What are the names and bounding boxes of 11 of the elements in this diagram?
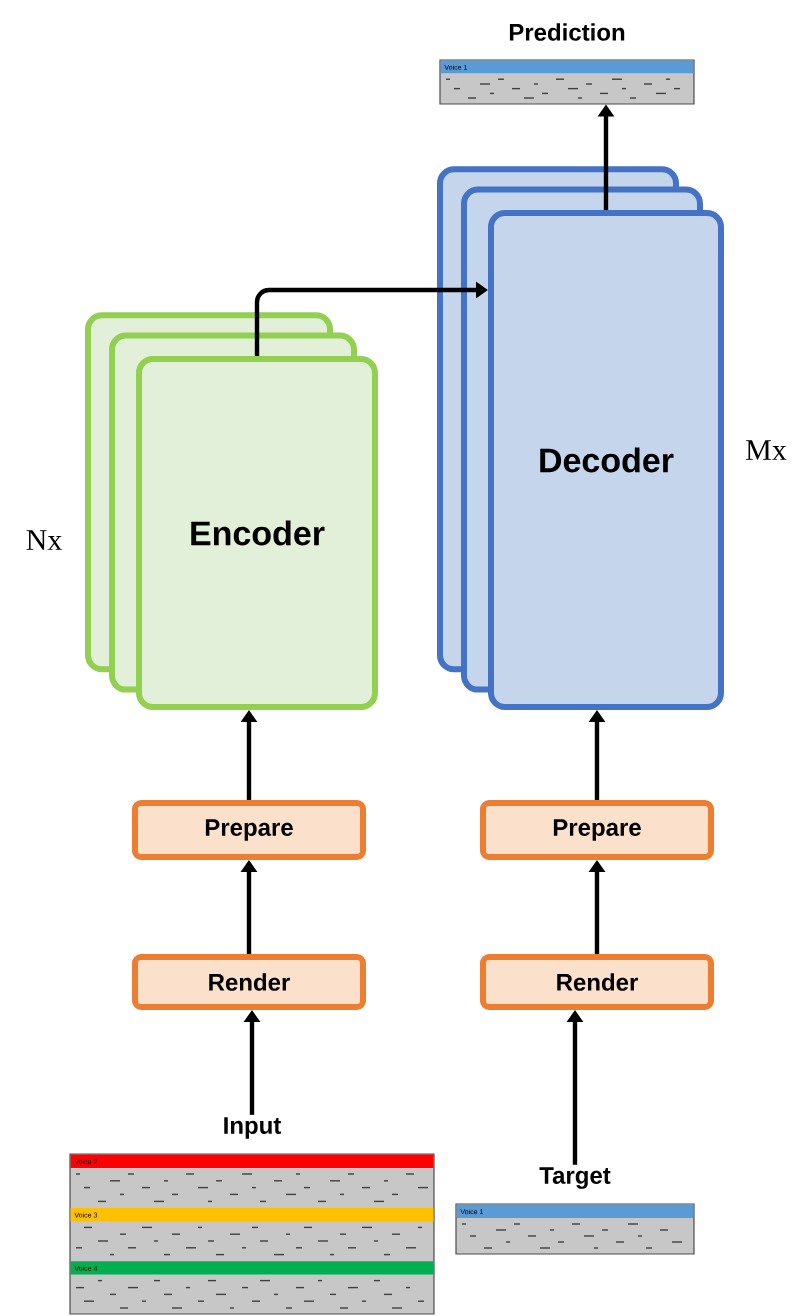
stacked-block: Decoder (437, 166, 724, 710)
stacked-block: Encoder (85, 312, 378, 710)
heading: Input (224, 1117, 281, 1139)
process-box: Prepare (132, 800, 366, 860)
process-box: Render (132, 954, 366, 1010)
repeat-label: Nx (26, 530, 62, 550)
process-box: Prepare (480, 800, 714, 860)
heading: Target (539, 1167, 611, 1189)
repeat-label: Mx (746, 440, 787, 460)
process-box: Render (480, 954, 714, 1010)
heading: Prediction (509, 23, 625, 41)
